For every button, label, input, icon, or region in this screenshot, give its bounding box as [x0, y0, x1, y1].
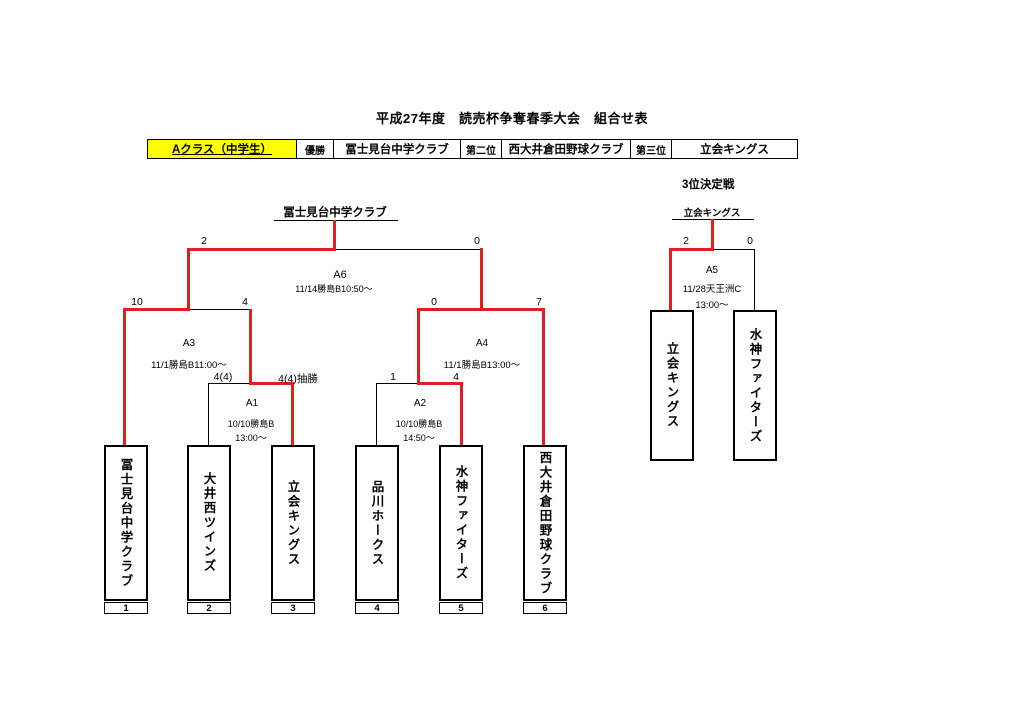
team-number-6: 6 [523, 602, 567, 614]
third-right-arm [713, 249, 755, 250]
third-winner-label: 立会キングス [683, 208, 741, 219]
qf-left-score-left: 4(4) [213, 371, 233, 383]
page-title: 平成27年度 読売杯争奪春季大会 組合せ表 [376, 111, 648, 126]
qf-right-match-time: 14:50～ [403, 433, 435, 443]
qf-left-left-drop [208, 383, 209, 445]
final-left-arm [187, 248, 336, 251]
champion-underline [274, 220, 398, 221]
final-score-right: 0 [474, 235, 480, 247]
qf-right-right-arm [417, 382, 463, 385]
team-box-3: 立会キングス [271, 445, 315, 601]
qf-left-match-date: 10/10勝島B [227, 419, 275, 429]
team-box-2: 大井西ツインズ [187, 445, 231, 601]
winner-label: 優勝 [296, 139, 334, 159]
qf-right-match-date: 10/10勝島B [395, 419, 443, 429]
semi-left-left-arm [123, 308, 190, 311]
semi-right-right-drop [542, 308, 545, 445]
semi-left-score-left: 10 [131, 296, 143, 308]
semi-right-left-arm [417, 308, 483, 311]
team-number-5: 5 [439, 602, 483, 614]
team-number-2: 2 [187, 602, 231, 614]
third-team-box-2: 水神ファイターズ [733, 310, 777, 461]
semi-right-left-drop [417, 308, 420, 384]
final-right-drop [480, 248, 483, 311]
qf-left-right-drop [291, 382, 294, 445]
final-winner-stem [333, 220, 336, 250]
qf-left-match-time: 13:00～ [235, 433, 267, 443]
team-number-1: 1 [104, 602, 148, 614]
qf-right-left-arm [376, 383, 419, 384]
final-right-arm [336, 249, 483, 250]
qf-right-match-id: A2 [413, 398, 427, 409]
semi-left-match-id: A3 [182, 338, 196, 349]
team-box-6: 西大井倉田野球クラブ [523, 445, 567, 601]
semi-right-right-arm [480, 308, 545, 311]
semi-right-score-right: 7 [536, 296, 542, 308]
third-match-date: 11/28天王洲C [682, 284, 742, 295]
qf-left-right-arm [249, 382, 294, 385]
third-right-drop [754, 249, 755, 310]
semi-left-left-drop [123, 308, 126, 445]
semi-left-right-arm [190, 309, 250, 310]
winner-team: 冨士見台中学クラブ [333, 139, 461, 159]
semi-left-score-right: 4 [242, 296, 248, 308]
third-score-right: 0 [747, 235, 753, 247]
third-team: 立会キングス [671, 139, 798, 159]
third-team-box-1: 立会キングス [650, 310, 694, 461]
class-label: Aクラス（中学生） [147, 139, 297, 159]
qf-right-right-drop [460, 382, 463, 445]
team-box-4: 品川ホークス [355, 445, 399, 601]
third-match-time: 13:00～ [695, 300, 729, 311]
qf-right-score-left: 1 [390, 371, 396, 383]
second-label: 第二位 [460, 139, 502, 159]
team-number-4: 4 [355, 602, 399, 614]
qf-right-left-drop [376, 383, 377, 445]
third-left-arm [669, 248, 714, 251]
team-number-3: 3 [271, 602, 315, 614]
semi-left-match-info: 11/1勝島B11:00～ [151, 360, 227, 371]
semi-right-score-left: 0 [431, 296, 437, 308]
qf-left-left-arm [208, 383, 250, 384]
champion-label: 冨士見台中学クラブ [283, 207, 387, 219]
final-score-left: 2 [201, 235, 207, 247]
team-box-5: 水神ファイターズ [439, 445, 483, 601]
second-team: 西大井倉田野球クラブ [501, 139, 631, 159]
third-label: 第三位 [630, 139, 672, 159]
qf-right-score-right: 4 [453, 371, 459, 383]
team-box-1: 冨士見台中学クラブ [104, 445, 148, 601]
final-match-info: 11/14勝島B10:50～ [295, 284, 373, 294]
qf-left-up [249, 309, 252, 385]
third-match-id: A5 [705, 265, 719, 276]
third-place-title: 3位決定戦 [682, 179, 735, 191]
qf-left-match-id: A1 [245, 398, 259, 409]
third-winner-stem [711, 219, 714, 250]
semi-right-match-id: A4 [475, 338, 489, 349]
final-match-id: A6 [333, 269, 347, 281]
final-left-drop [187, 248, 190, 311]
third-score-left: 2 [683, 235, 689, 247]
qf-left-score-right: 4(4)抽勝 [278, 373, 318, 385]
semi-right-match-info: 11/1勝島B13:00～ [443, 360, 521, 371]
third-left-drop [669, 248, 672, 310]
